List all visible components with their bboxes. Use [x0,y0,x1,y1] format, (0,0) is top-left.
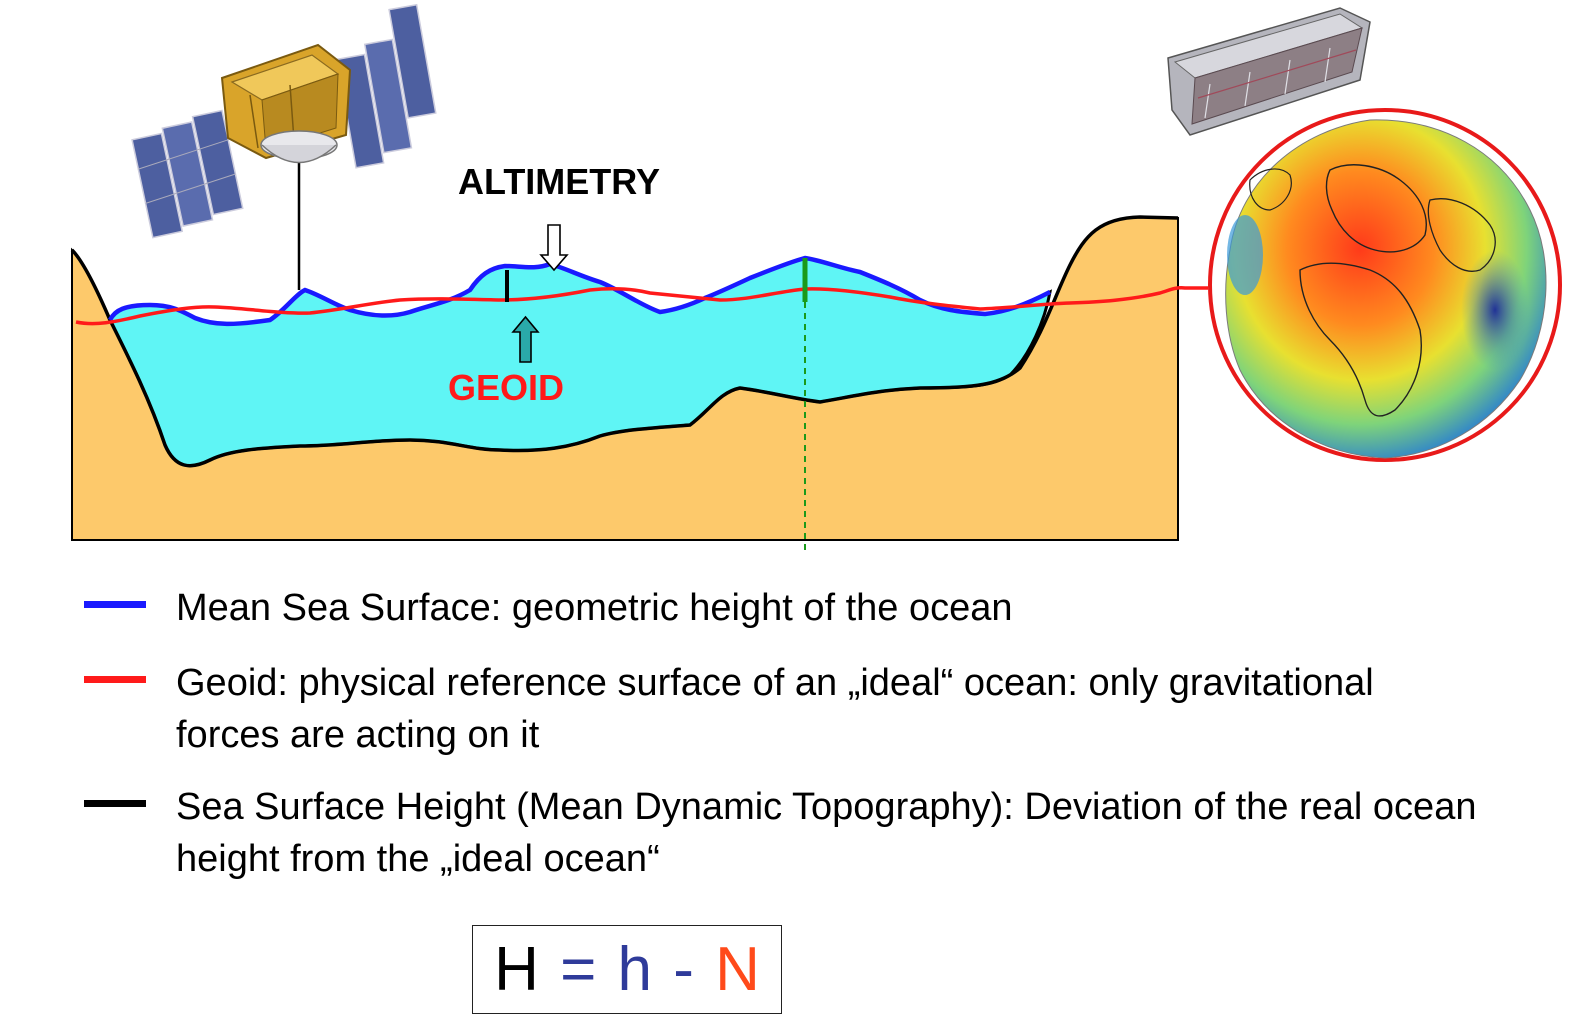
geoid-line [75,286,1208,326]
legend-text: Mean Sea Surface: geometric height of th… [176,587,1013,629]
formula-box: H = h - N [472,925,782,1014]
legend-text: Geoid: physical reference surface of an … [176,662,1374,756]
geoid-altimetry-diagram: ALTIMETRY GEOID [70,3,1562,555]
formula-H: H [494,935,539,1004]
seabed-outline [70,215,1179,468]
satellite-altimetry-icon [131,3,437,290]
geoid-arrow-icon [511,315,540,363]
formula-h: h [617,935,653,1004]
geoid-globe-icon [1208,108,1562,462]
formula-minus: - [673,935,694,1004]
altimetry-arrow-icon [539,224,569,272]
altimetry-label: ALTIMETRY [458,161,660,202]
legend-text: Sea Surface Height (Mean Dynamic Topogra… [176,786,1477,880]
legend-swatch-black [84,800,146,807]
satellite-gravity-icon [1167,7,1371,136]
formula-equals: = [560,935,597,1004]
legend-swatch-blue [84,601,146,608]
legend-swatch-red [84,676,146,683]
geoid-label: GEOID [448,367,564,408]
formula-N: N [715,935,760,1004]
